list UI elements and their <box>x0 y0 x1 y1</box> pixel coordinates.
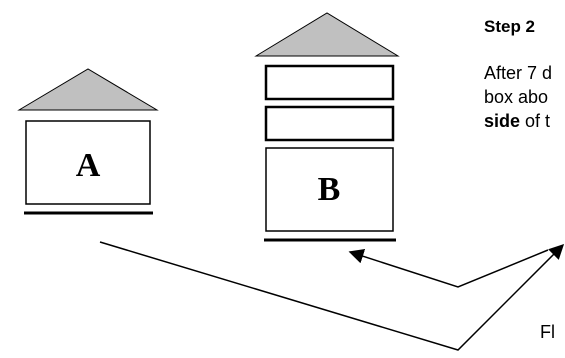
hive-a-box <box>25 120 151 205</box>
instruction-line-3-rest: of t <box>520 111 551 131</box>
instruction-bold-word: side <box>484 111 521 131</box>
hive-b-super-top <box>264 64 395 101</box>
path-a-to-right <box>99 241 565 351</box>
step-title: Step 2 <box>484 17 536 36</box>
hive-a-roof <box>17 68 159 111</box>
hive-a-label: A <box>76 147 101 184</box>
hive-b-label: B <box>318 171 341 208</box>
hive-b-box <box>265 147 394 232</box>
instruction-line-3: side of t <box>484 111 550 132</box>
hive-b-roof <box>254 12 400 57</box>
hive-b: B <box>254 12 400 242</box>
hive-b-super-bottom <box>264 105 395 142</box>
hive-a: A <box>17 68 159 215</box>
instruction-line-1: After 7 d <box>484 63 553 83</box>
footer-fragment: Fl <box>540 322 555 342</box>
instruction-line-2: box abo <box>484 87 549 107</box>
arrow-to-hive-b <box>348 249 549 288</box>
